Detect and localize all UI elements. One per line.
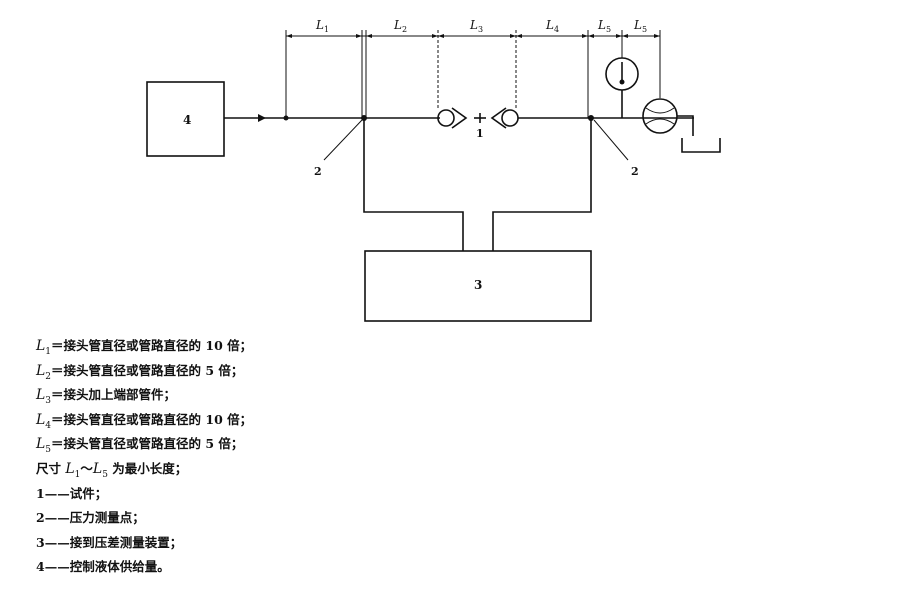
legend-item-4: 4——控制液体供给量。 xyxy=(36,555,636,580)
legend-symbol: L1 xyxy=(65,460,81,480)
dim-label-l4: L4 xyxy=(545,18,559,34)
legend-text: ＝接头加上端部管件； xyxy=(51,387,177,403)
legend-prefix: 尺寸 xyxy=(36,460,66,476)
legend-text: 3——接到压差测量装置； xyxy=(36,534,183,550)
legend-symbol: L1 xyxy=(36,338,52,357)
specimen-label: 1 xyxy=(476,127,484,140)
supply-control-box xyxy=(146,81,225,157)
legend-text: 为最小长度； xyxy=(107,460,188,476)
legend-item-l4: L4＝接头管直径或管路直径的 10 倍； xyxy=(36,408,636,433)
legend-item-l5: L5＝接头管直径或管路直径的 5 倍； xyxy=(36,432,636,457)
leader-left xyxy=(323,119,363,161)
supply-control-box-label: 4 xyxy=(183,113,191,127)
diff-pressure-box-label: 3 xyxy=(474,278,482,292)
dim-label-l1: L1 xyxy=(315,18,329,34)
legend-text: 2——压力测量点； xyxy=(36,510,145,526)
dim-label-l3: L3 xyxy=(469,18,483,34)
legend-item-2: 2——压力测量点； xyxy=(36,506,636,531)
legend-text: ＝接头管直径或管路直径的 10 倍； xyxy=(51,338,253,353)
drain-tank xyxy=(681,138,721,153)
legend-item-1: 1——试件； xyxy=(36,482,636,507)
flow-meter-icon xyxy=(642,98,678,134)
legend-item-l1: L1＝接头管直径或管路直径的 10 倍； xyxy=(36,334,636,359)
legend-text: ＝接头管直径或管路直径的 5 倍； xyxy=(51,362,244,378)
legend-text: ＝接头管直径或管路直径的 5 倍； xyxy=(51,436,244,452)
specimen-joint xyxy=(437,107,519,129)
legend-item-3: 3——接到压差测量装置； xyxy=(36,531,636,556)
legend-text: ＝接头管直径或管路直径的 10 倍； xyxy=(51,411,253,427)
test-circuit-diagram: 4 1 2 2 3 xyxy=(146,18,721,322)
legend-symbol: L3 xyxy=(36,387,52,406)
legend-text: 4——控制液体供给量。 xyxy=(36,559,170,575)
legend-symbol: L2 xyxy=(36,362,52,382)
dimension-arrows xyxy=(286,34,660,38)
pressure-gauge-icon xyxy=(605,57,639,118)
flow-arrow xyxy=(258,114,266,122)
outlet-pipe xyxy=(677,115,694,136)
point-label-right: 2 xyxy=(631,165,639,178)
legend-item-l2: L2＝接头管直径或管路直径的 5 倍； xyxy=(36,359,636,384)
legend-symbol: L4 xyxy=(36,411,52,431)
legend-tilde: ～ xyxy=(80,460,93,476)
legend-symbol: L5 xyxy=(92,460,108,480)
legend-text: 1——试件； xyxy=(36,485,108,501)
legend: L1＝接头管直径或管路直径的 10 倍； L2＝接头管直径或管路直径的 5 倍；… xyxy=(36,334,636,580)
legend-item-range: 尺寸 L1～L5 为最小长度； xyxy=(36,457,636,482)
dim-label-l2: L2 xyxy=(393,18,407,34)
point-label-left: 2 xyxy=(314,165,322,178)
leader-right xyxy=(593,119,629,161)
legend-symbol: L5 xyxy=(36,436,52,456)
diff-pressure-line-right xyxy=(492,118,592,251)
legend-item-l3: L3＝接头加上端部管件； xyxy=(36,383,636,408)
dim-label-l5: L5 xyxy=(597,18,611,34)
diff-pressure-box xyxy=(364,250,592,322)
diff-pressure-line xyxy=(363,118,464,251)
dim-label-l5b: L5 xyxy=(633,18,647,34)
